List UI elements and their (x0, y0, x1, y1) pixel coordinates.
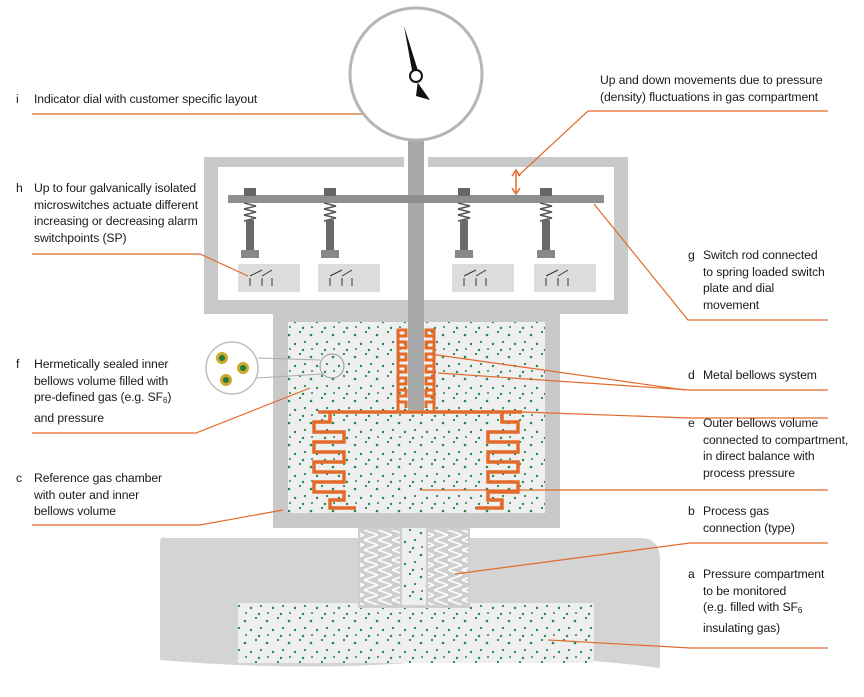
label-c: Reference gas chamber with outer and inn… (34, 470, 162, 520)
microswitch-1 (238, 188, 300, 292)
inner-bellows (396, 328, 436, 412)
label-a-line4: insulating gas) (703, 620, 781, 635)
label-e-line4: process pressure (703, 465, 795, 480)
label-c-letter: c (16, 471, 23, 485)
label-g-line2: to spring loaded switch (703, 264, 825, 279)
label-f: Hermetically sealed inner bellows volume… (34, 356, 171, 426)
label-e: Outer bellows volume connected to compar… (703, 415, 848, 481)
label-e-line2: connected to compartment, (703, 432, 849, 447)
label-h-line3: increasing or decreasing alarm (34, 214, 198, 228)
label-i-text: Indicator dial with customer specific la… (34, 92, 258, 106)
label-g-letter: g (688, 248, 695, 262)
label-a-line2: to be monitored (703, 583, 787, 598)
microswitch-3 (452, 188, 514, 292)
label-b: Process gas connection (type) (703, 503, 795, 536)
label-f-line1: Hermetically sealed inner (34, 357, 169, 371)
central-rod (408, 128, 424, 410)
label-a-line1: Pressure compartment (703, 567, 825, 581)
label-c-line2: with outer and inner (34, 487, 140, 502)
label-f-line3: pre-defined gas (e.g. SF6) (34, 389, 171, 410)
label-c-line1: Reference gas chamber (34, 471, 162, 485)
label-f-line2: bellows volume filled with (34, 373, 169, 388)
label-g-line1: Switch rod connected (703, 248, 818, 262)
label-movement-line2: (density) fluctuations in gas compartmen… (600, 89, 819, 104)
label-h-line1: Up to four galvanically isolated (34, 181, 197, 195)
outer-bellows (312, 410, 522, 510)
label-e-line1: Outer bellows volume (703, 416, 819, 430)
sf6-molecules (216, 352, 249, 386)
microswitch-2 (318, 188, 380, 292)
label-a: Pressure compartment to be monitored (e.… (703, 566, 824, 636)
label-g-line3: plate and dial (703, 281, 775, 295)
label-f-line4: and pressure (34, 410, 104, 425)
label-b-line1: Process gas (703, 504, 769, 518)
label-movement: Up and down movements due to pressure (d… (600, 72, 823, 105)
label-g-line4: movement (703, 297, 760, 312)
label-e-line3: in direct balance with (703, 449, 815, 463)
label-h-line2: microswitches actuate different (34, 197, 198, 212)
label-movement-line1: Up and down movements due to pressure (600, 73, 823, 87)
label-e-letter: e (688, 416, 695, 430)
label-d-letter: d (688, 368, 695, 382)
label-i-letter: i (16, 92, 19, 106)
label-h: Up to four galvanically isolated microsw… (34, 180, 198, 246)
label-a-letter: a (688, 567, 695, 581)
movement-arrow (511, 168, 521, 196)
label-d-text: Metal bellows system (703, 368, 817, 382)
needle (404, 26, 419, 76)
label-f-line3a: pre-defined gas (e.g. SF (34, 390, 164, 404)
label-a-line3a: (e.g. filled with SF (703, 600, 798, 614)
label-h-letter: h (16, 181, 23, 195)
label-b-line2: connection (type) (703, 520, 795, 535)
label-f-line3sub: 6 (163, 396, 168, 405)
label-f-letter: f (16, 357, 20, 371)
label-a-line3: (e.g. filled with SF6 (703, 599, 824, 620)
molecule-inset (205, 341, 259, 395)
label-b-letter: b (688, 504, 695, 518)
label-a-line3sub: 6 (797, 606, 803, 615)
leader-lines (32, 110, 828, 649)
label-h-line4: switchpoints (SP) (34, 230, 127, 245)
microswitch-4 (534, 188, 596, 292)
label-c-line3: bellows volume (34, 504, 116, 518)
label-g: Switch rod connected to spring loaded sw… (703, 247, 825, 313)
switch-plate (228, 195, 604, 203)
label-f-line3b: ) (167, 390, 172, 404)
